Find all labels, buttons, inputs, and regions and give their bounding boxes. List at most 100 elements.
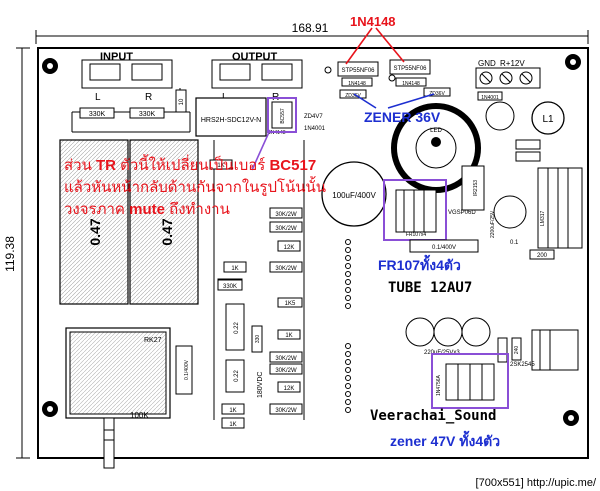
mosfet-left: STP55NF06 (337, 61, 379, 77)
transistor-bc557: BC557 (271, 101, 293, 129)
svg-text:0.47: 0.47 (87, 218, 103, 245)
svg-text:30K/2W: 30K/2W (275, 408, 297, 414)
led-label: LED (430, 128, 442, 134)
dimension-left: 119.38 (3, 47, 30, 459)
pot-label: RK27 (144, 337, 162, 344)
svg-text:1K: 1K (229, 422, 236, 428)
svg-text:STP55NF06: STP55NF06 (341, 68, 375, 74)
capacitor-2200uf: 2200uF/25V (490, 195, 527, 238)
bc557-pointer (251, 129, 271, 171)
label-tube-12au7: TUBE 12AU7 (388, 280, 472, 296)
output-label: OUTPUT (232, 51, 278, 63)
arrow-zener36-right (387, 93, 435, 109)
zener-4v7: ZD4V7 (304, 114, 323, 120)
svg-text:2SK2545: 2SK2545 (510, 362, 535, 368)
svg-text:330K: 330K (223, 284, 237, 290)
mosfet-right: STP55NF06 (389, 59, 431, 75)
label-180vdc: 180VDC (257, 372, 264, 398)
resistor-240: 240 (511, 337, 522, 361)
svg-text:12K: 12K (284, 386, 295, 392)
pot-value: 100K (130, 411, 149, 420)
electrolytic-small (485, 101, 515, 131)
svg-text:FR107x4: FR107x4 (406, 232, 427, 238)
resistor-1k-d: 1K (221, 403, 245, 415)
label-vgsp06d: VGSP06D (448, 210, 476, 216)
zener-36v-left: ZD36V (339, 89, 367, 99)
svg-text:1K: 1K (285, 333, 292, 339)
diode-1n4148-a: 1N4148 (341, 77, 373, 87)
svg-text:1N4001: 1N4001 (304, 126, 326, 132)
annotation-1n4148: 1N4148 (350, 14, 396, 29)
diode-1n4148-b: 1N4148 (395, 77, 427, 87)
capacitors-220uf (405, 317, 491, 347)
dimension-height-label: 119.38 (3, 236, 17, 272)
inductor-l1: L1 (531, 101, 565, 135)
resistor-1k5-a: 1K5 (277, 297, 303, 308)
mid-traces (213, 140, 305, 420)
svg-text:100uF/400V: 100uF/400V (332, 191, 376, 200)
svg-text:30K/2W: 30K/2W (275, 368, 297, 374)
dimension-width-label: 168.91 (292, 21, 329, 35)
capacitor-047-left: 0.47 (59, 139, 129, 305)
resistor-330-b: 330 (251, 325, 263, 353)
svg-text:1N4148: 1N4148 (348, 81, 366, 87)
svg-text:1K: 1K (217, 163, 224, 169)
resistor-30k2w-d: 30K/2W (269, 351, 303, 363)
zener-36v-right: ZD36V (423, 87, 451, 97)
svg-text:0.1/400V: 0.1/400V (184, 359, 190, 380)
svg-text:1K: 1K (229, 408, 236, 414)
ic-ir2153: IR2153 (461, 165, 485, 211)
resistor-1k-b: 1K (223, 261, 247, 273)
resistor-330k-c: 330K (217, 279, 243, 291)
svg-text:1N4756A: 1N4756A (436, 374, 442, 396)
svg-text:0.1/400V: 0.1/400V (432, 245, 456, 251)
svg-text:BC557: BC557 (280, 108, 286, 124)
relay-label: HRS2H-SDC12V-N (201, 117, 261, 124)
capacitor-100uf-400v: 100uF/400V (321, 161, 387, 227)
zener-47v-diodes: 1N4756A (436, 363, 495, 401)
svg-text:330K: 330K (89, 111, 106, 118)
svg-text:ZD36V: ZD36V (429, 91, 445, 97)
capacitor-022-b: 0.22 (225, 359, 245, 393)
svg-text:330: 330 (255, 335, 261, 344)
svg-text:30K/2W: 30K/2W (275, 226, 297, 232)
resistor-30k2w-f: 30K/2W (269, 403, 303, 415)
svg-text:LM317: LM317 (540, 210, 546, 226)
diode-1n4001-b: 1N4001 (477, 91, 503, 101)
tube-socket: LED (391, 103, 481, 193)
annotation-thai-line3: วงจรภาค mute ถึงทำงาน (64, 201, 230, 218)
arrow-1n4148-right (375, 27, 405, 63)
svg-text:0.47: 0.47 (159, 218, 175, 245)
arrow-1n4148-left (345, 27, 373, 65)
resistor-10: 10 (175, 89, 187, 113)
output-connector: OUTPUT L R (211, 51, 303, 103)
diode-1n4001-a: 1N4001 (304, 126, 326, 132)
bc557-highlight-box (267, 97, 297, 133)
resistor-1k-e: 1K (221, 417, 245, 429)
svg-text:10: 10 (179, 98, 185, 105)
input-r-label: R (145, 92, 152, 103)
resistor-12k-b: 12K (277, 381, 301, 393)
resistor-330k-a: 330K (79, 107, 115, 119)
resistor-330k-d (497, 337, 508, 363)
svg-text:L1: L1 (542, 114, 554, 125)
svg-text:240: 240 (514, 346, 520, 355)
svg-text:ZD4V7: ZD4V7 (304, 114, 323, 120)
input-connector: INPUT L R (81, 51, 173, 103)
capacitor-01-400v: 0.1/400V (409, 239, 479, 253)
svg-text:12K: 12K (284, 245, 295, 251)
annotation-thai-line1: ส่วน TR ตัวนี้ให้เปลี่ยนเป็นเบอร์ BC517 (64, 154, 316, 174)
svg-text:1K5: 1K5 (285, 301, 296, 307)
footer-strip (450, 472, 600, 491)
resistor-30k2w-e: 30K/2W (269, 363, 303, 375)
annotation-thai-line2: แล้วหันหน้ากลับด้านกันจากในรูปโน้นนั้น (64, 176, 326, 196)
svg-text:2200uF/25V: 2200uF/25V (490, 210, 496, 238)
svg-text:0.22: 0.22 (234, 370, 240, 382)
resistor-30k2w-a: 30K/2W (269, 207, 303, 219)
input-label: INPUT (100, 51, 133, 63)
annotation-zener47v: zener 47V ทั้ง4ตัว (390, 430, 500, 449)
svg-text:STP55NF06: STP55NF06 (393, 66, 427, 72)
heatsink-lm317: LM317 (537, 167, 583, 249)
